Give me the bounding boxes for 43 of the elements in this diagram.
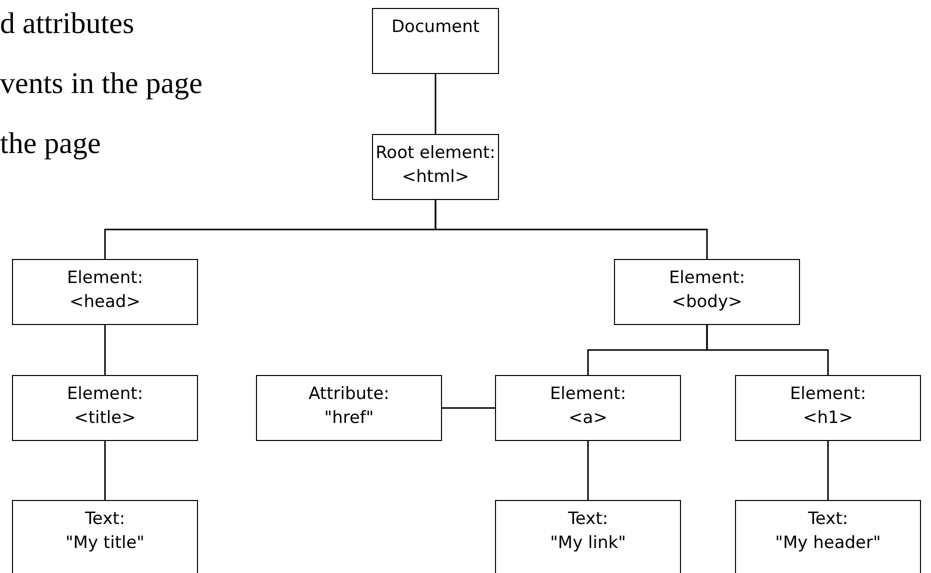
node-box — [735, 375, 921, 441]
node-text: Element: — [66, 383, 144, 406]
connector-line — [434, 200, 708, 259]
node-text: "My header" — [775, 532, 881, 555]
node-box — [735, 500, 921, 573]
node-text: <body> — [672, 291, 742, 314]
node-box — [495, 375, 681, 441]
node-text: <html> — [402, 166, 470, 189]
node-text: Element: — [550, 383, 626, 406]
node-box — [12, 259, 198, 325]
text-line: d attributes — [0, 6, 134, 42]
node-text: <a> — [568, 407, 608, 430]
node-text: Root element: — [376, 142, 496, 165]
text-line: vents in the page — [0, 66, 202, 102]
node-box — [12, 500, 198, 573]
connector-line — [442, 407, 495, 409]
node-text: Text: — [568, 508, 608, 531]
node-box — [614, 259, 800, 325]
node-text: Element: — [66, 267, 144, 290]
node-box — [372, 134, 499, 200]
node-text: "href" — [324, 407, 374, 430]
node-text: <title> — [74, 407, 136, 430]
connector-line — [827, 441, 829, 500]
node-text: Document — [391, 16, 480, 39]
text-line: the page — [0, 126, 101, 162]
node-text: Text: — [808, 508, 848, 531]
node-text: Element: — [668, 267, 746, 290]
node-text: <head> — [70, 291, 140, 314]
node-text: Attribute: — [308, 383, 390, 406]
node-text: "My link" — [550, 532, 626, 555]
connector-line — [587, 441, 589, 500]
connector-line — [706, 325, 829, 375]
node-text: "My title" — [65, 532, 144, 555]
connector-line — [104, 325, 106, 375]
node-text: Element: — [790, 383, 866, 406]
connector-line — [434, 74, 436, 134]
node-text: <h1> — [802, 407, 854, 430]
node-box — [372, 8, 499, 74]
node-text: Text: — [84, 508, 126, 531]
node-box — [12, 375, 198, 441]
connector-line — [104, 441, 106, 500]
node-box — [256, 375, 442, 441]
node-box — [495, 500, 681, 573]
